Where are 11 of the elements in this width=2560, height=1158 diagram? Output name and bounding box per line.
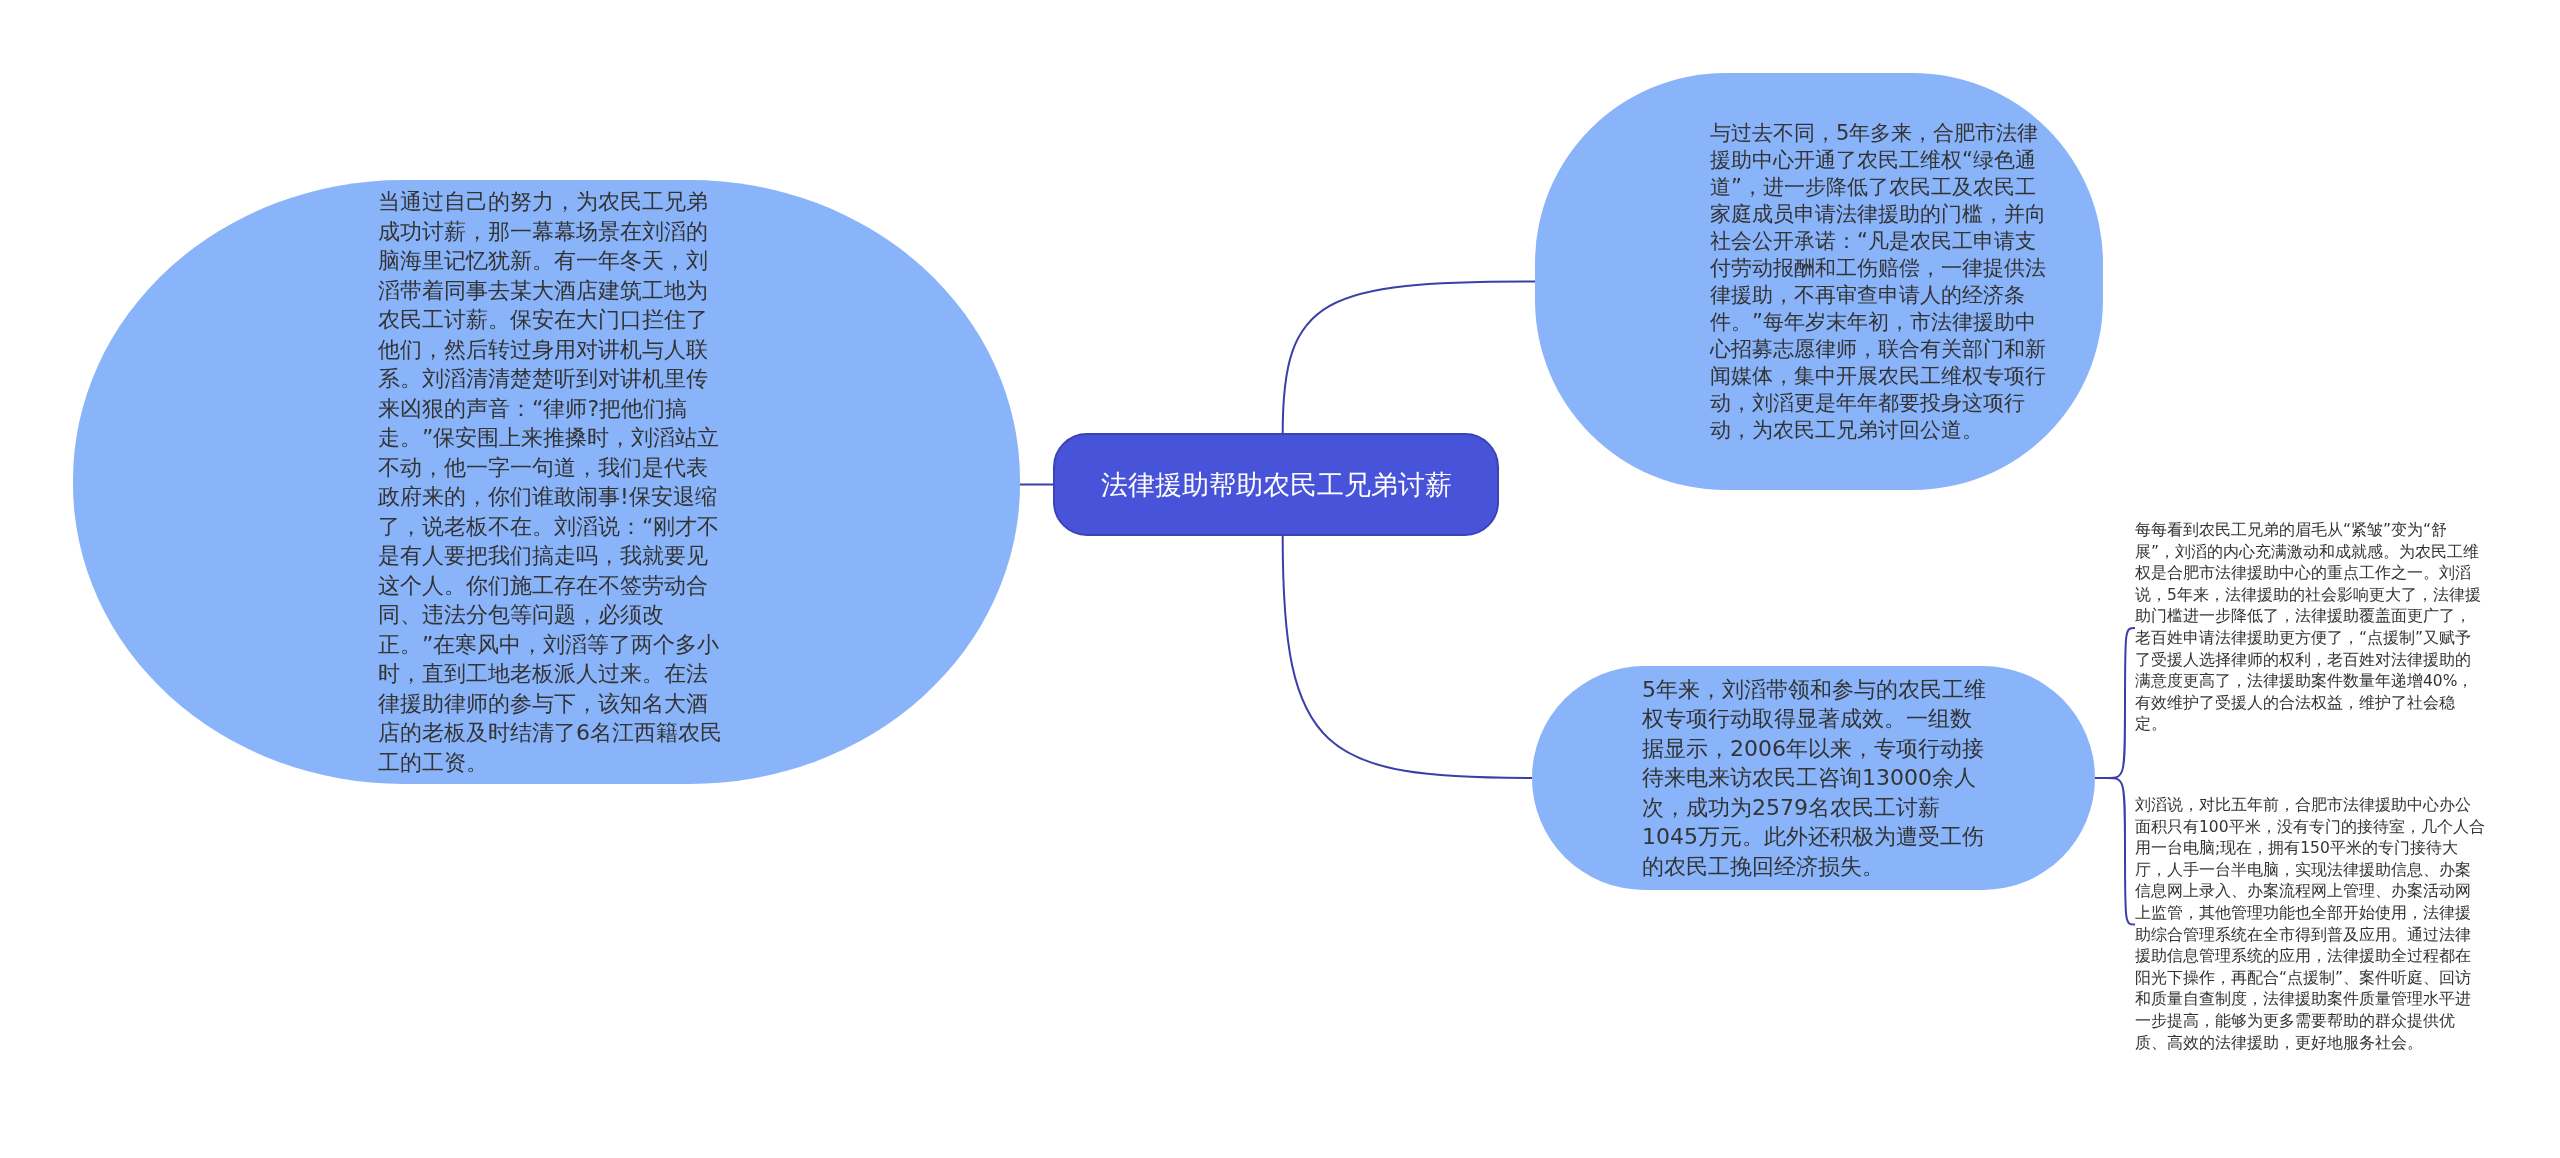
- connector-line: [1281, 535, 1533, 779]
- bubble-text: 5年来，刘滔带领和参与的农民工维权专项行动取得显著成效。一组数据显示，2006年以来，专项行动接待来电来访农民工咨询13000余人次，成功为2579名农民工讨薪1045万元。此外还积极为遭受工伤的农民工挽回经济损失。: [1642, 675, 1987, 881]
- note-text: 每每看到农民工兄弟的眉毛从“紧皱”变为“舒展”，刘滔的内心充满激动和成就感。为农民工维权是合肥市法律援助中心的重点工作之一。刘滔说，5年来，法律援助的社会影响更大了，法律援助门槛进一步降低了，法律援助覆盖面更广了，老百姓申请法律援助更方便了，“点援制”又赋予了受援人选择律师的权利，老百姓对法律援助的满意度更高了，法律援助案件数量年递增40%，有效维护了受援人的合法权益，维护了社会稳定。: [2135, 520, 2485, 736]
- central-topic: [1053, 433, 1499, 536]
- bubble-text: 当通过自己的努力，为农民工兄弟成功讨薪，那一幕幕场景在刘滔的脑海里记忆犹新。有一年冬天，刘滔带着同事去某大酒店建筑工地为农民工讨薪。保安在大门口拦住了他们，然后转过身用对讲机与人联系。刘滔清清楚楚听到对讲机里传来凶狠的声音：“律师?把他们搞走。”保安围上来推搡时，刘滔站立不动，他一字一句道，我们是代表政府来的，你们谁敢闹事!保安退缩了，说老板不在。刘滔说：“刚才不是有人要把我们搞走吗，我就要见这个人。你们施工存在不签劳动合同、违法分包等问题，必须改正。”在寒风中，刘滔等了两个多小时，直到工地老板派人过来。在法律援助律师的参与下，该知名大酒店的老板及时结清了6名江西籍农民工的工资。: [378, 188, 723, 777]
- bubble-text: 与过去不同，5年多来，合肥市法律援助中心开通了农民工维权“绿色通道”，进一步降低了农民工及农民工家庭成员申请法律援助的门槛，并向社会公开承诺：“凡是农民工申请支付劳动报酬和工伤赔偿，一律提供法律援助，不再审查申请人的经济条件。”每年岁末年初，市法律援助中心招募志愿律师，联合有关部门和新闻媒体，集中开展农民工维权专项行动，刘滔更是年年都要投身这项行动，为农民工兄弟讨回公道。: [1710, 119, 2047, 444]
- connector-line: [1281, 280, 1536, 434]
- topic-text: 法律援助帮助农民工兄弟讨薪: [1099, 467, 1453, 502]
- note-text: 刘滔说，对比五年前，合肥市法律援助中心办公面积只有100平米，没有专门的接待室，几个人合用一台电脑;现在，拥有150平米的专门接待大厅，人手一台半电脑，实现法律援助信息、办案信息网上录入、办案流程网上管理、办案活动网上监管，其他管理功能也全部开始使用，法律援助综合管理系统在全市得到普及应用。通过法律援助信息管理系统的应用，法律援助全过程都在阳光下操作，再配合“点援制”、案件听庭、回访和质量自查制度，法律援助案件质量管理水平进一步提高，能够为更多需要帮助的群众提供优质、高效的法律援助，更好地服务社会。: [2135, 795, 2485, 1055]
- connector-line: [1019, 483, 1054, 486]
- connector-line: [2094, 777, 2136, 926]
